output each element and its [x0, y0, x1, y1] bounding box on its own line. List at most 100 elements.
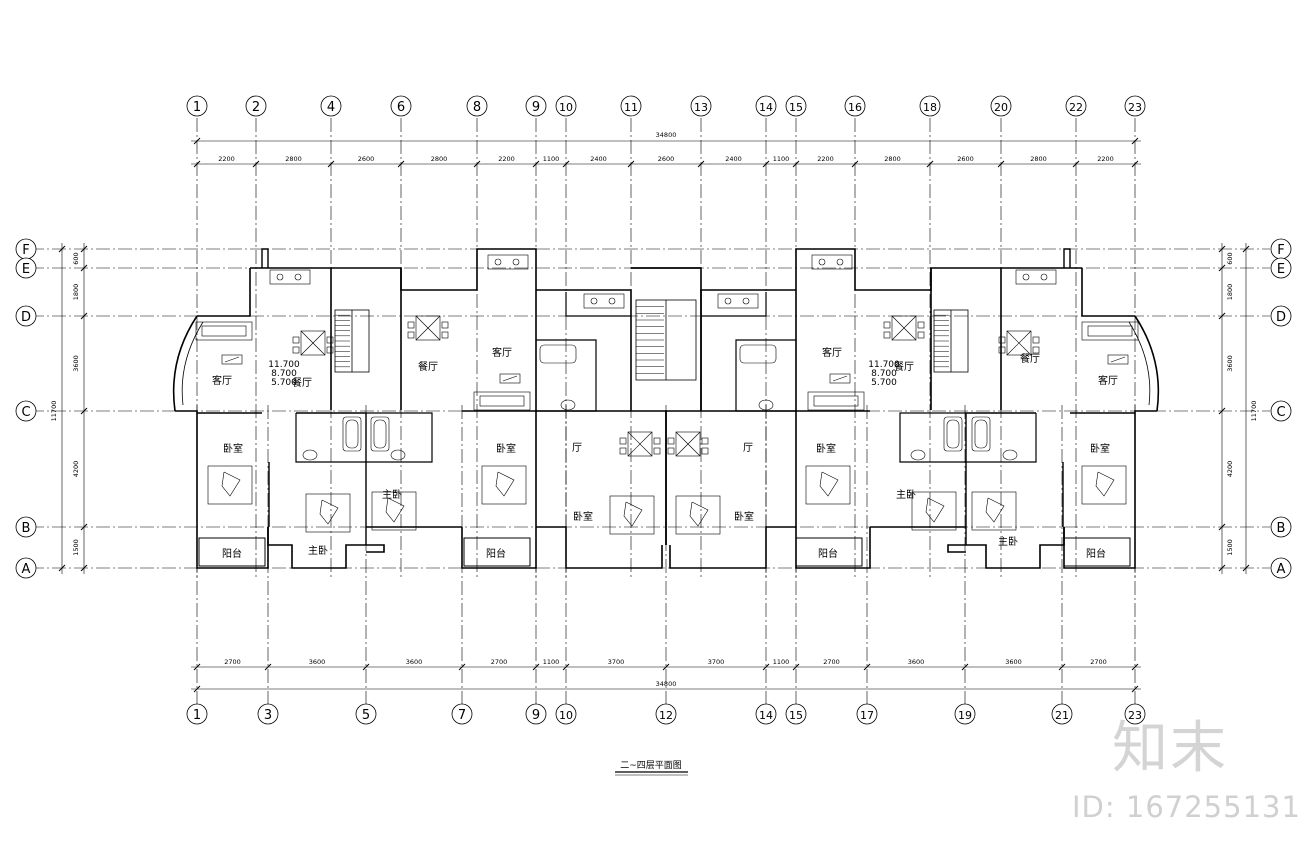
- left-dims-label-2: 3600: [72, 355, 80, 372]
- axis-bubble-top-8-circle: [466, 95, 488, 117]
- bathtub-1-basin: [373, 419, 387, 449]
- axis-bubble-top-11: 11: [624, 101, 638, 114]
- axis-bubble-right-E-circle: [1270, 257, 1292, 279]
- bed-6-cover: [819, 471, 839, 497]
- right-bath2: [899, 412, 966, 463]
- room-master-0: 主卧: [382, 488, 402, 501]
- sofa-1-body: [473, 391, 531, 411]
- toilet-0-bowl: [302, 449, 318, 461]
- top-dims-tick-4: [473, 160, 481, 168]
- right-dims-tick-1: [1218, 264, 1226, 272]
- axis-bubble-right-F: F: [1277, 243, 1284, 258]
- left-living-top: [197, 268, 251, 317]
- top-dims-tick-14: [1072, 160, 1080, 168]
- overall-left-label: 11700: [50, 401, 58, 422]
- dining-table-1-chair-1: [441, 321, 449, 329]
- right-dims-tick-5: [1218, 564, 1226, 572]
- sofa-0-body: [195, 321, 253, 341]
- axis-bubble-top-15-circle: [785, 95, 807, 117]
- toilet-4-bowl: [910, 449, 926, 461]
- bed-1-frame: [305, 493, 351, 533]
- top-dims-tick-7: [627, 160, 635, 168]
- balcony-2: [795, 537, 863, 567]
- sofa-2-seat: [813, 395, 859, 407]
- kitchen-0-sink-1: [276, 273, 284, 281]
- left-master-outer: [267, 527, 385, 569]
- top-dims-tick-0: [193, 160, 201, 168]
- bottom-dims-label-3: 2700: [491, 658, 508, 666]
- top-dims-tick-12: [926, 160, 934, 168]
- axis-bubble-bottom-15: 15: [789, 709, 803, 722]
- top-dims-label-8: 2400: [725, 155, 742, 163]
- axis-bubble-top-1: 1: [193, 100, 201, 115]
- axis-bubble-bottom-3: 3: [264, 708, 272, 723]
- kitchen-0-sink-2: [294, 273, 302, 281]
- left-wall-stub: [261, 248, 269, 268]
- dining-table-2-chair-1: [653, 437, 661, 445]
- axis-bubble-right-B-circle: [1270, 516, 1292, 538]
- kitchen-4-sink-2: [836, 258, 844, 266]
- elevation-left-0: 11.700: [268, 360, 300, 370]
- dining-table-3-chair-2: [667, 447, 675, 455]
- dining-table-0-chair-1: [326, 336, 334, 344]
- sofa-0-seat: [201, 325, 247, 337]
- bathtub-2-tub: [943, 416, 963, 452]
- room-living-3: 客厅: [1098, 374, 1118, 387]
- balcony-1: [463, 537, 531, 567]
- axis-bubble-bottom-5: 5: [362, 708, 370, 723]
- right-wall-stub: [1063, 248, 1071, 268]
- axis-bubble-top-4: 4: [327, 100, 335, 115]
- building-walls: [172, 248, 1160, 569]
- kitchen-5-sink-2: [1040, 273, 1048, 281]
- top-dims-label-0: 2200: [218, 155, 235, 163]
- room-balcony-2: 阳台: [818, 547, 838, 560]
- axis-bubble-top-13-circle: [690, 95, 712, 117]
- drawing-title: 二~四层平面图: [620, 760, 682, 771]
- dining-table-5-chair-3: [1032, 346, 1040, 354]
- axis-bubble-top-20-circle: [990, 95, 1012, 117]
- dining-table-3-x2: [675, 431, 701, 457]
- overall-bottom-label: 34800: [656, 680, 677, 688]
- bottom-dims-tick-6: [662, 663, 670, 671]
- axis-bubble-bottom-23: 23: [1128, 709, 1142, 722]
- axis-bubble-bottom-14: 14: [759, 709, 773, 722]
- room-master-1: 主卧: [308, 544, 328, 557]
- right-bedroom-outer: [1063, 410, 1157, 569]
- room-hall-0: 厅: [572, 443, 582, 454]
- bottom-dims-tick-2: [362, 663, 370, 671]
- left-unit2-bedroom: [461, 410, 537, 569]
- axis-bubble-bottom-12: 12: [659, 709, 673, 722]
- bed-4-frame: [609, 495, 655, 535]
- dining-table-2-chair-2: [619, 447, 627, 455]
- room-master-2: 主卧: [896, 488, 916, 501]
- elevation-right-0: 11.700: [868, 360, 900, 370]
- axis-bubble-top-10-circle: [555, 95, 577, 117]
- kitchen-1-sink-2: [512, 258, 520, 266]
- axis-bubble-bottom-1-circle: [186, 703, 208, 725]
- top-dims-label-10: 2200: [817, 155, 834, 163]
- bottom-dims-tick-3: [458, 663, 466, 671]
- bottom-dims-tick-0: [193, 663, 201, 671]
- toilet-1-bowl: [390, 449, 406, 461]
- toilet-3-bowl: [758, 399, 774, 411]
- axis-bubble-top-14-circle: [755, 95, 777, 117]
- overall-right-tick-t: [1242, 245, 1250, 253]
- left-hall-outline: [536, 410, 667, 545]
- bottom-dims-tick-12: [1131, 663, 1139, 671]
- axis-bubble-bottom-12-circle: [655, 703, 677, 725]
- toilet-5-bowl: [1002, 449, 1018, 461]
- top-dims-label-5: 1100: [543, 155, 560, 163]
- room-living-2: 客厅: [822, 346, 842, 359]
- overall-top-tick-r: [1131, 137, 1139, 145]
- left-dims-tick-0: [80, 245, 88, 253]
- watermark-id: ID: 167255131: [1072, 790, 1301, 824]
- overall-left-tick-t: [58, 245, 66, 253]
- overall-right-tick-b: [1242, 564, 1250, 572]
- top-dims-label-9: 1100: [773, 155, 790, 163]
- right-bay-outer: [1134, 315, 1160, 412]
- axis-bubble-bottom-5-circle: [355, 703, 377, 725]
- left-dims-label-4: 1500: [72, 539, 80, 556]
- bottom-dims-label-7: 1100: [773, 658, 790, 666]
- axis-bubble-top-2-circle: [245, 95, 267, 117]
